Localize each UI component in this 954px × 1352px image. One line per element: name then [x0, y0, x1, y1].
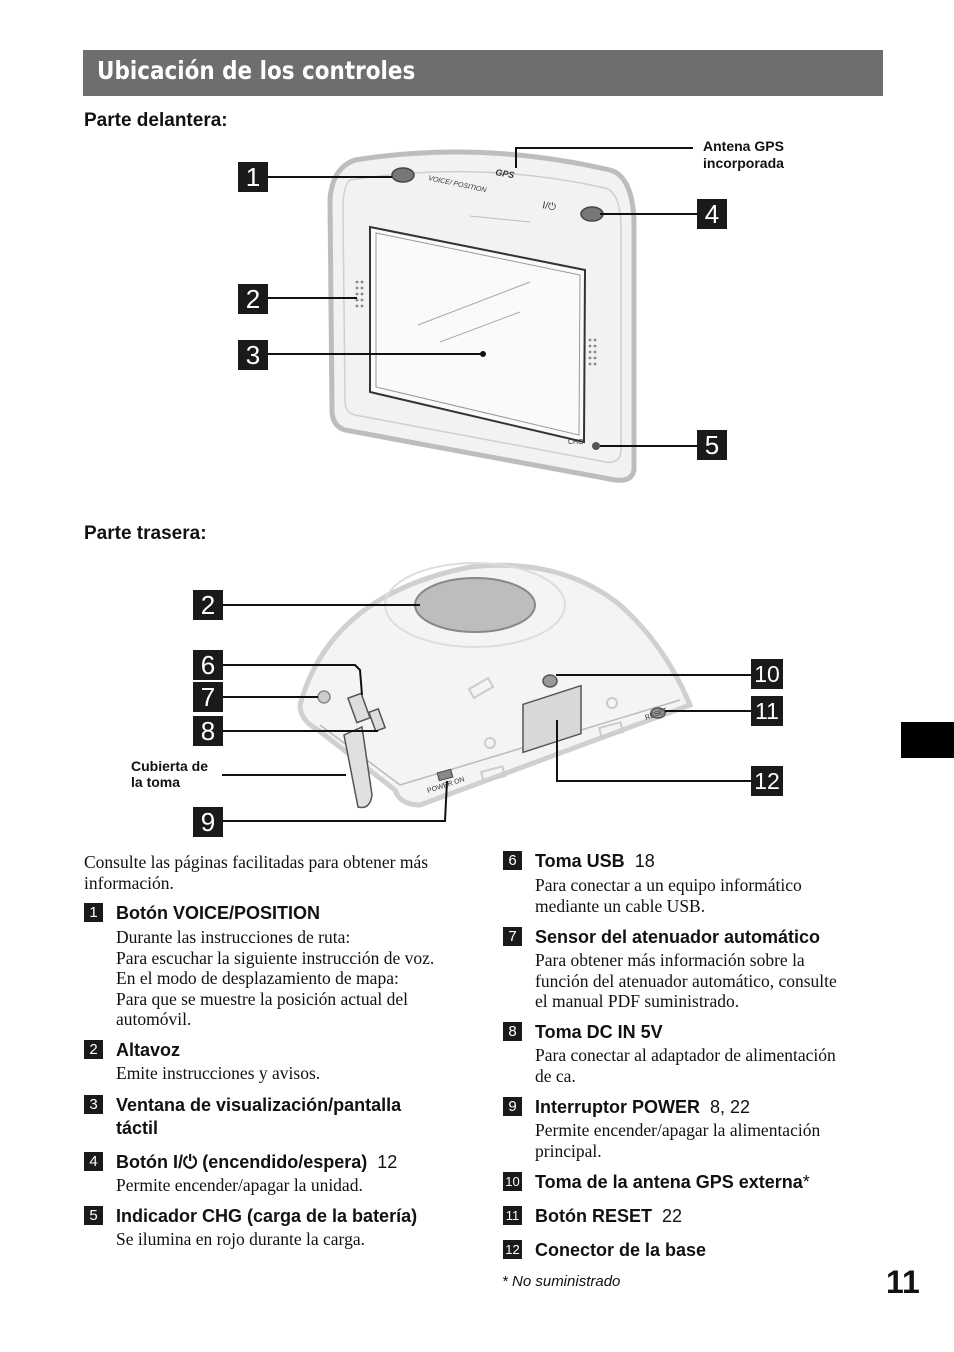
callout-11: 11	[751, 696, 783, 726]
item-11-number: 11	[503, 1206, 522, 1225]
dimmer-sensor	[317, 690, 331, 704]
chg-led	[592, 442, 600, 450]
item-3-number: 3	[84, 1095, 103, 1114]
rear-heading: Parte trasera:	[84, 523, 207, 544]
callout-12: 12	[751, 766, 783, 796]
footnote: * No suministrado	[502, 1273, 621, 1290]
item-8-number: 8	[503, 1022, 522, 1041]
page-number: 11	[886, 1264, 920, 1300]
power-switch	[436, 768, 454, 782]
item-4-number: 4	[84, 1152, 103, 1171]
speaker-right-dots	[588, 338, 597, 366]
power-symbol-text: I/⏻	[541, 200, 556, 213]
front-heading: Parte delantera:	[84, 110, 228, 131]
callout-9: 9	[193, 807, 223, 837]
gps-antenna-jack	[542, 674, 558, 688]
dock-connector	[522, 684, 582, 754]
voice-position-button	[391, 167, 415, 183]
dock-circle	[414, 577, 536, 633]
item-2-desc: Emite instrucciones y avisos.	[116, 1063, 321, 1083]
callout-1: 1	[238, 162, 268, 192]
item-1-desc: Durante las instrucciones de ruta:Para e…	[116, 927, 435, 1029]
callout-3: 3	[238, 340, 268, 370]
chg-text: CHG	[568, 439, 584, 446]
item-12-title: Conector de la base	[535, 1240, 707, 1260]
callout-2: 2	[238, 284, 268, 314]
item-6-number: 6	[503, 851, 522, 870]
item-9-title: Interruptor POWER 8, 22	[535, 1097, 751, 1117]
socket-cover	[343, 725, 373, 809]
item-6-title: Toma USB 18	[535, 851, 655, 871]
item-5-number: 5	[84, 1206, 103, 1225]
item-10-title: Toma de la antena GPS externa*	[535, 1172, 810, 1192]
item-5-desc: Se ilumina en rojo durante la carga.	[116, 1229, 365, 1249]
callout-10: 10	[751, 659, 783, 689]
item-1-title: Botón VOICE/POSITION	[116, 903, 321, 923]
title-bar: Ubicación de los controles	[83, 50, 883, 96]
item-12-number: 12	[503, 1240, 522, 1259]
callout-rear-2: 2	[193, 590, 223, 620]
item-5-title: Indicador CHG (carga de la batería)	[116, 1206, 418, 1226]
item-8-desc: Para conectar al adaptador de alimentaci…	[535, 1045, 836, 1086]
item-7-number: 7	[503, 927, 522, 946]
gps-antenna-label: Antena GPS incorporada	[703, 138, 784, 171]
item-2-number: 2	[84, 1040, 103, 1059]
socket-cover-label: Cubierta de la toma	[131, 758, 209, 790]
screen	[369, 225, 587, 444]
power-standby-icon: ⏻	[182, 1152, 198, 1172]
intro-text: Consulte las páginas facilitadas para ob…	[84, 852, 429, 893]
speaker-left-dots	[355, 280, 364, 308]
item-1-number: 1	[84, 903, 103, 922]
reset-button	[650, 707, 666, 719]
side-tab-marker	[901, 722, 954, 758]
power-standby-button	[580, 206, 604, 222]
front-device-inner	[342, 170, 622, 464]
callout-6: 6	[193, 650, 223, 680]
callout-5: 5	[697, 430, 727, 460]
item-4-title: Botón I/⏻ (encendido/espera) 12	[116, 1152, 398, 1172]
callout-4: 4	[697, 199, 727, 229]
callout-8: 8	[193, 716, 223, 746]
item-11-title: Botón RESET 22	[535, 1206, 683, 1226]
callout-7: 7	[193, 682, 223, 712]
dc-in-port	[367, 707, 387, 733]
front-diagram: VOICE/ POSITION GPS I/⏻ CHG	[268, 147, 697, 483]
usb-port	[347, 692, 371, 724]
item-10-number: 10	[503, 1172, 522, 1191]
gps-text: GPS	[495, 167, 515, 180]
rear-diagram: POWER ON RESET	[222, 562, 752, 822]
item-9-number: 9	[503, 1097, 522, 1116]
item-8-title: Toma DC IN 5V	[535, 1022, 663, 1042]
item-2-title: Altavoz	[116, 1040, 181, 1060]
item-4-desc: Permite encender/apagar la unidad.	[116, 1175, 363, 1195]
page-title: Ubicación de los controles	[97, 56, 416, 85]
item-7-title: Sensor del atenuador automático	[535, 927, 821, 947]
